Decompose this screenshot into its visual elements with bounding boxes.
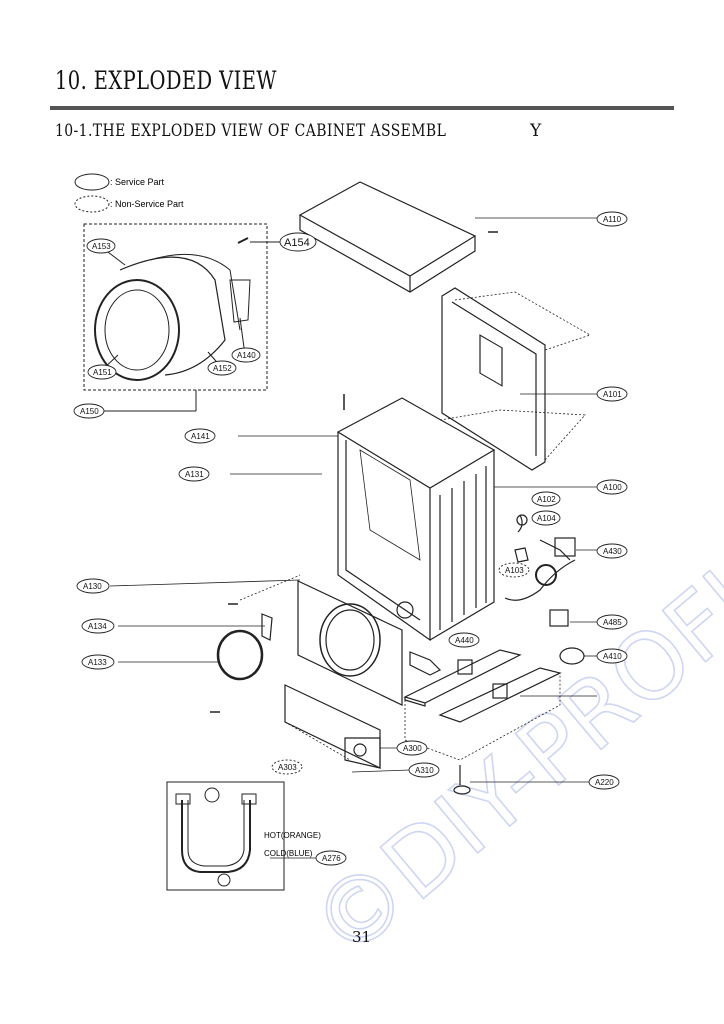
label-a151: A151 xyxy=(93,368,112,377)
hose-cold-label: COLD(BLUE) xyxy=(264,849,313,858)
rear-panel xyxy=(439,287,597,471)
label-a134: A134 xyxy=(88,622,107,631)
section-subtitle: 10-1.THE EXPLODED VIEW OF CABINET ASSEMB… xyxy=(55,121,447,141)
leveling-leg xyxy=(453,765,592,795)
electrical-parts xyxy=(409,514,597,676)
label-a150: A150 xyxy=(80,407,99,416)
inlet-hose-box xyxy=(166,781,318,891)
legend-non-service-symbol xyxy=(74,195,110,213)
label-a131: A131 xyxy=(185,470,204,479)
label-a104: A104 xyxy=(537,514,556,523)
label-a130: A130 xyxy=(83,582,102,591)
label-a153: A153 xyxy=(92,242,111,251)
label-a100: A100 xyxy=(603,483,622,492)
legend-service-text: : Service Part xyxy=(110,177,165,187)
label-a310: A310 xyxy=(415,766,434,775)
page-title: 10. EXPLODED VIEW xyxy=(55,66,277,95)
gasket-ring xyxy=(118,629,264,681)
label-a485: A485 xyxy=(603,618,622,627)
label-a154: A154 xyxy=(284,237,310,249)
top-cover xyxy=(298,181,597,293)
section-subtitle-tail: Y xyxy=(530,121,542,141)
legend-non-service-text: : Non-Service Part xyxy=(110,199,184,209)
label-a440: A440 xyxy=(455,636,474,645)
label-a220: A220 xyxy=(595,778,614,787)
label-a410: A410 xyxy=(603,652,622,661)
legend-service-symbol xyxy=(74,173,110,191)
label-a140: A140 xyxy=(237,351,256,360)
part-labels: A110 A101 A100 A102 A104 A103 A430 A485 … xyxy=(73,211,628,866)
watermark: ©DIY-PROFI.cz xyxy=(291,469,724,981)
base-frame xyxy=(403,649,597,761)
label-a276: A276 xyxy=(322,854,341,863)
label-a430: A430 xyxy=(603,547,622,556)
label-a102: A102 xyxy=(537,495,556,504)
label-a110: A110 xyxy=(603,215,622,224)
label-a141: A141 xyxy=(191,432,210,441)
lower-panel xyxy=(284,684,411,773)
front-panel xyxy=(109,574,403,713)
page-number: 31 xyxy=(352,928,372,946)
title-rule xyxy=(50,106,674,110)
cabinet xyxy=(230,394,597,642)
label-a101: A101 xyxy=(603,390,622,399)
label-a300: A300 xyxy=(403,744,422,753)
label-a303: A303 xyxy=(278,763,297,772)
label-a133: A133 xyxy=(88,658,107,667)
label-a152: A152 xyxy=(213,364,232,373)
hose-hot-label: HOT(ORANGE) xyxy=(264,831,321,840)
door-assembly xyxy=(83,223,280,412)
label-a103: A103 xyxy=(505,566,524,575)
